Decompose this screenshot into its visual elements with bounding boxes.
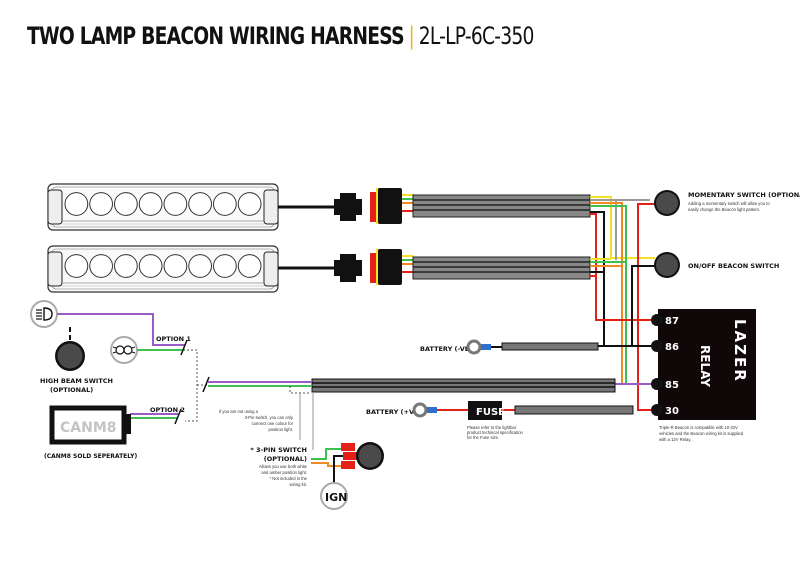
loom-2 <box>412 256 591 280</box>
three-pin-switch-desc-1: Allows you use both white <box>259 464 308 469</box>
option-wires <box>57 313 314 450</box>
title-text: TWO LAMP BEACON WIRING HARNESS <box>27 22 405 50</box>
led-lens <box>188 192 212 216</box>
connector-1 <box>334 188 402 224</box>
momentary-switch-desc-1: Adding a momentary switch will allow you… <box>688 201 770 206</box>
fuse-note-3: for the Fuse size. <box>467 435 499 440</box>
relay-pin-30: 30 <box>665 406 679 417</box>
battery-pos-label: BATTERY (+VE) <box>366 408 421 416</box>
relay-pin-85: 85 <box>665 380 679 391</box>
fuse-label: FUSE <box>476 407 505 418</box>
high-beam-indicator-icon <box>30 300 58 328</box>
light-bar-2 <box>47 245 279 293</box>
led-lens <box>114 254 138 278</box>
battery-neg-terminal <box>466 339 599 355</box>
light-bar-1 <box>47 183 279 231</box>
three-pin-switch-desc-4: wiring kit. <box>290 482 307 487</box>
harness-wires <box>590 196 655 411</box>
onoff-beacon-switch[interactable] <box>654 252 680 278</box>
relay-pin-87: 87 <box>665 316 679 327</box>
canm8-label: CANM8 <box>60 420 117 436</box>
relay-label: RELAY <box>698 345 712 387</box>
high-beam-switch[interactable] <box>55 341 85 371</box>
led-lens <box>64 254 89 278</box>
position-loom <box>311 378 616 393</box>
onoff-switch-title: ON/OFF BEACON SWITCH <box>688 262 779 270</box>
canm8-module: CANM8 <box>49 405 131 445</box>
relay-note-3: with a 12V Relay. <box>659 437 691 442</box>
led-lens <box>213 192 237 216</box>
three-pin-switch[interactable] <box>341 442 384 470</box>
connector-2 <box>334 249 402 285</box>
battery-neg-label: BATTERY (-VE) <box>420 345 472 353</box>
position-light-icon <box>110 336 138 364</box>
product-code: 2L-LP-6C-350 <box>418 22 535 50</box>
led-lens <box>163 254 188 278</box>
fuse-note-1: Please refer to the lightbar <box>467 425 517 430</box>
led-lens <box>89 254 113 278</box>
three-pin-switch-wires <box>311 448 343 489</box>
led-lens <box>138 192 163 216</box>
position-note-3: connect one colour for <box>252 421 294 426</box>
fuse: FUSE <box>468 401 505 420</box>
loom-1 <box>412 194 591 218</box>
momentary-switch-title: MOMENTARY SWITCH (OPTIONAL) <box>688 191 800 199</box>
position-note-1: If you are not using a <box>219 409 259 414</box>
fuse-note-2: product technical specification <box>467 430 524 435</box>
three-pin-switch-title-2: (OPTIONAL) <box>264 455 307 463</box>
page-title: TWO LAMP BEACON WIRING HARNESS|2L-LP-6C-… <box>27 22 534 50</box>
position-note-2: 3-Pin switch, you can only <box>245 415 294 420</box>
ignition-icon: IGN <box>320 482 348 510</box>
three-pin-switch-desc-3: * Not included in the <box>270 476 308 481</box>
led-lens <box>237 254 262 278</box>
canm8-note: (CANM8 SOLD SEPERATELY) <box>44 453 137 460</box>
led-lens <box>188 254 212 278</box>
momentary-switch-desc-2: easily change the Beacon light pattern. <box>688 207 760 212</box>
battery-pos-terminal <box>412 402 634 418</box>
momentary-switch[interactable] <box>654 190 680 216</box>
led-lens <box>89 192 113 216</box>
high-beam-switch-label-2: (OPTIONAL) <box>50 386 93 394</box>
option-2-label: OPTION 2 <box>150 406 185 414</box>
relay-note-1: Triple-R Beacon is compatible with 10-32… <box>659 425 738 430</box>
relay-note-2: vehicles and the Beacon wiring kit is su… <box>659 431 744 436</box>
relay: 87 86 85 30 RELAY LAZER <box>651 309 756 420</box>
led-lens <box>138 254 163 278</box>
title-separator: | <box>408 22 415 50</box>
led-lens <box>114 192 138 216</box>
high-beam-switch-label-1: HIGH BEAM SWITCH <box>40 377 113 385</box>
ign-label: IGN <box>325 491 347 504</box>
led-lens <box>237 192 262 216</box>
relay-brand-logo: LAZER <box>731 319 749 383</box>
led-lens <box>163 192 188 216</box>
three-pin-switch-desc-2: and amber position light. <box>261 470 307 475</box>
position-note-4: position light. <box>269 427 293 432</box>
option-1-label: OPTION 1 <box>156 335 191 343</box>
relay-pin-86: 86 <box>665 342 679 353</box>
three-pin-switch-title-1: * 3-PIN SWITCH <box>250 446 307 454</box>
led-lens <box>64 192 89 216</box>
led-lens <box>213 254 237 278</box>
